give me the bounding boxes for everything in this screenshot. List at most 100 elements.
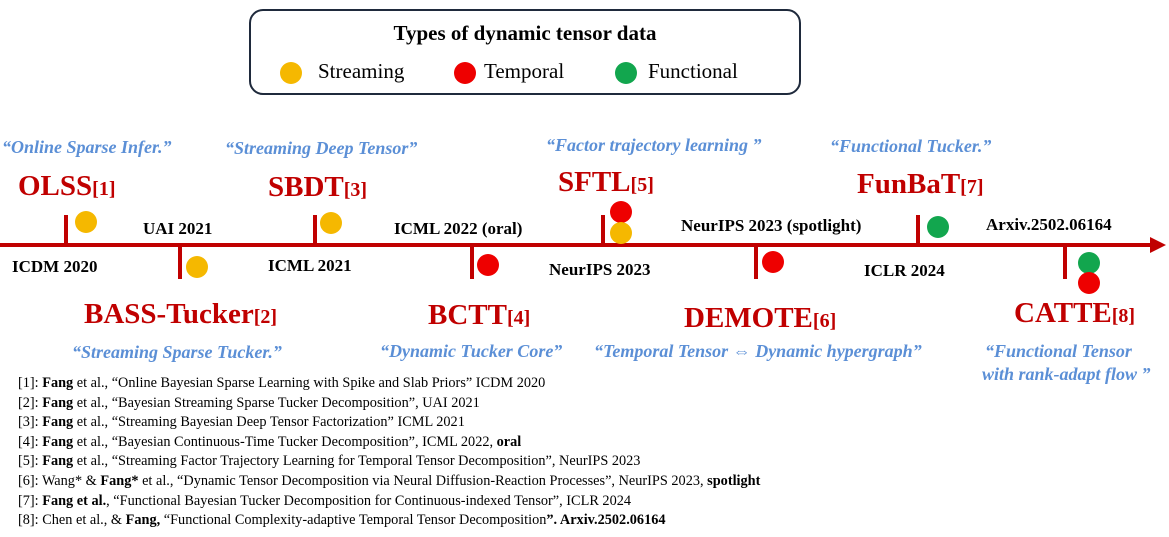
funbat-venue: ICLR 2024 (864, 261, 945, 280)
legend-title: Types of dynamic tensor data (393, 21, 657, 45)
reference-item-7: [7]: Fang et al., “Functional Bayesian T… (18, 492, 760, 512)
reference-item-2: [2]: Fang et al., “Bayesian Streaming Sp… (18, 394, 760, 414)
olss-venue: ICDM 2020 (12, 257, 98, 276)
sbdt-title: SBDT[3] (268, 171, 367, 204)
reference-oral-bold: oral (496, 433, 522, 450)
reference-item-3: [3]: Fang et al., “Streaming Bayesian De… (18, 413, 760, 433)
bctt-title: BCTT[4] (428, 299, 530, 332)
sbdt-name: SBDT (268, 171, 344, 203)
reference-text: , “Functional Bayesian Tucker Decomposit… (106, 492, 632, 509)
legend-label-functional: Functional (648, 59, 738, 83)
reference-prefix: [4]: (18, 433, 43, 450)
demote-ref: [6] (812, 310, 837, 332)
sbdt-ref: [3] (343, 179, 368, 201)
reference-arxiv-bold: ”. Arxiv.2502.06164 (546, 512, 666, 529)
olss-quote: “Online Sparse Infer.” (2, 137, 172, 157)
reference-spotlight-bold: spotlight (707, 472, 761, 489)
tick-olss (64, 215, 68, 247)
reference-text: “Functional Complexity-adaptive Temporal… (160, 512, 547, 529)
temporal-dot-icon (454, 62, 476, 84)
reference-author-bold: Fang, (125, 512, 161, 529)
streaming-dot-icon (280, 62, 302, 84)
legend-label-temporal: Temporal (484, 59, 565, 83)
reference-prefix: [7]: (18, 492, 43, 509)
reference-text: et al., “Streaming Bayesian Deep Tensor … (73, 414, 465, 431)
sftl-name: SFTL (558, 166, 631, 198)
reference-author-bold: Fang (42, 375, 74, 391)
tick-demote (754, 247, 758, 279)
catte-quote-line1: “Functional Tensor (985, 341, 1132, 361)
bass-tucker-ref: [2] (253, 306, 278, 328)
sftl-quote: “Factor trajectory learning ” (546, 135, 762, 155)
bass-tucker-venue: UAI 2021 (143, 219, 213, 238)
timeline-arrow-icon (1150, 237, 1166, 253)
sftl-venue: NeurIPS 2023 (549, 260, 651, 279)
reference-author-bold: Fang (42, 433, 74, 450)
funbat-quote: “Functional Tucker.” (830, 136, 992, 156)
catte-venue: Arxiv.2502.06164 (986, 215, 1112, 234)
reference-text: et al., “Bayesian Streaming Sparse Tucke… (73, 394, 480, 411)
tick-bctt (470, 247, 474, 279)
olss-streaming-dot-icon (75, 211, 97, 233)
demote-temporal-dot-icon (762, 251, 784, 273)
tick-sftl (601, 215, 605, 247)
catte-functional-dot-icon (1078, 252, 1100, 274)
sbdt-streaming-dot-icon (320, 212, 342, 234)
demote-name: DEMOTE (684, 302, 813, 334)
olss-name: OLSS (18, 170, 93, 202)
reference-item-4: [4]: Fang et al., “Bayesian Continuous-T… (18, 433, 760, 453)
reference-text: et al., “Streaming Factor Trajectory Lea… (73, 453, 641, 470)
bctt-ref: [4] (506, 307, 531, 329)
bass-tucker-title: BASS-Tucker[2] (84, 298, 277, 331)
funbat-ref: [7] (960, 176, 984, 198)
reference-prefix: [6]: Wang* & (18, 472, 101, 489)
bass-tucker-quote: “Streaming Sparse Tucker.” (72, 342, 282, 362)
tick-catte (1063, 247, 1067, 279)
functional-dot-icon (615, 62, 637, 84)
demote-venue: NeurIPS 2023 (spotlight) (681, 216, 862, 235)
bctt-venue: ICML 2022 (oral) (394, 219, 523, 238)
reference-prefix: [5]: (18, 453, 43, 470)
legend-box: Types of dynamic tensor data Streaming T… (249, 9, 801, 95)
tick-sbdt (313, 215, 317, 247)
catte-temporal-dot-icon (1078, 272, 1100, 294)
reference-author-bold: Fang (42, 453, 74, 470)
sftl-title: SFTL[5] (558, 166, 654, 199)
reference-prefix: [1]: (18, 375, 43, 391)
bass-tucker-streaming-dot-icon (186, 256, 208, 278)
catte-ref: [8] (1111, 305, 1136, 327)
bctt-temporal-dot-icon (477, 254, 499, 276)
demote-title: DEMOTE[6] (684, 302, 836, 335)
reference-author-bold: Fang* (100, 472, 139, 489)
funbat-functional-dot-icon (927, 216, 949, 238)
timeline-axis (0, 243, 1152, 247)
reference-author-bold: Fang (42, 414, 74, 431)
sftl-ref: [5] (630, 174, 654, 196)
sftl-streaming-dot-icon (610, 222, 632, 244)
reference-list: [1]: Fang et al., “Online Bayesian Spars… (18, 374, 760, 531)
catte-quote-line2: with rank-adapt flow ” (982, 364, 1151, 384)
bctt-quote: “Dynamic Tucker Core” (380, 341, 563, 361)
reference-author-bold: Fang (42, 394, 74, 411)
reference-prefix: [8]: Chen et al., & (18, 512, 126, 529)
reference-prefix: [3]: (18, 414, 43, 431)
bass-tucker-name: BASS-Tucker (84, 298, 254, 330)
funbat-title: FunBaT[7] (857, 168, 984, 201)
reference-text: et al., “Bayesian Continuous-Time Tucker… (73, 433, 497, 450)
tick-funbat (916, 215, 920, 247)
reference-prefix: [2]: (18, 394, 43, 411)
reference-item-5: [5]: Fang et al., “Streaming Factor Traj… (18, 452, 760, 472)
tick-bass-tucker (178, 247, 182, 279)
sbdt-quote: “Streaming Deep Tensor” (225, 138, 418, 158)
olss-ref: [1] (92, 178, 116, 200)
funbat-name: FunBaT (857, 168, 961, 200)
sbdt-venue: ICML 2021 (268, 256, 352, 275)
reference-item-8: [8]: Chen et al., & Fang, “Functional Co… (18, 511, 760, 531)
reference-item-1: [1]: Fang et al., “Online Bayesian Spars… (18, 374, 760, 394)
catte-title: CATTE[8] (1014, 297, 1135, 330)
catte-name: CATTE (1014, 297, 1112, 329)
bctt-name: BCTT (428, 299, 507, 331)
reference-text: et al., “Dynamic Tensor Decomposition vi… (138, 472, 708, 489)
reference-text: et al., “Online Bayesian Sparse Learning… (73, 375, 546, 391)
reference-author-bold: Fang et al. (42, 492, 107, 509)
